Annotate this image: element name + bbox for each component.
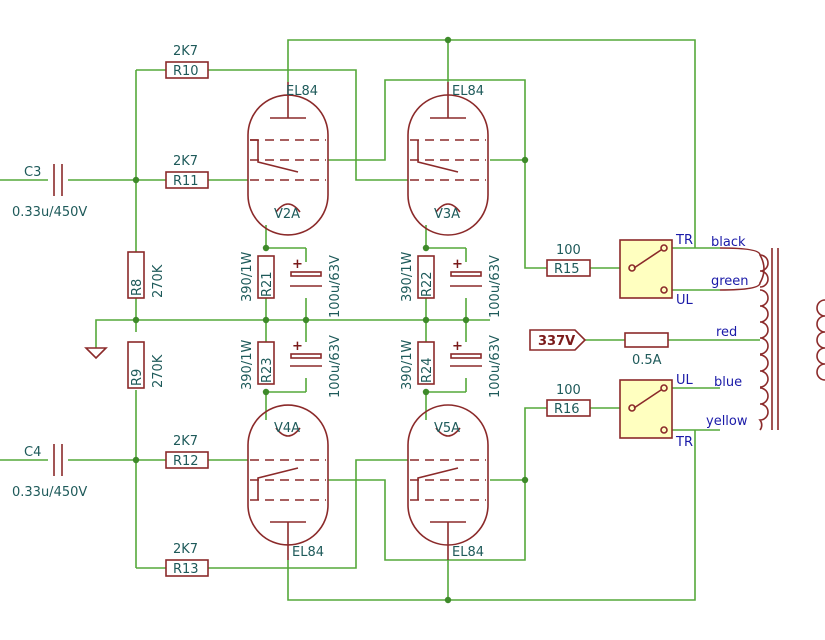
fuse-rating: 0.5A xyxy=(632,353,662,368)
resistor-r21: R21 390/1W xyxy=(240,252,275,302)
c4-value: 0.33u/450V xyxy=(12,485,87,500)
wires xyxy=(0,39,760,601)
lead-blue: blue xyxy=(714,375,742,390)
resistor-r16: R16 100 xyxy=(546,383,591,417)
capacitor-c3: C3 0.33u/450V xyxy=(12,164,87,220)
switch-bottom: UL TR xyxy=(619,373,694,450)
r9-value: 270K xyxy=(151,354,166,388)
v4a-ref: V4A xyxy=(274,421,300,436)
r24-ref: R24 xyxy=(420,357,435,383)
r9-ref: R9 xyxy=(130,369,145,386)
resistor-r12: R12 2K7 xyxy=(165,434,209,469)
c4-ref: C4 xyxy=(24,445,41,460)
cathode-cap-value-1: 100u/63V xyxy=(328,255,343,318)
switch-bottom-ul: UL xyxy=(676,373,694,388)
v2a-type: EL84 xyxy=(286,84,318,99)
r16-ref: R16 xyxy=(554,402,580,417)
capacitor-c4: C4 0.33u/450V xyxy=(12,444,87,500)
r21-value: 390/1W xyxy=(240,252,255,302)
tube-v4a: V4A EL84 xyxy=(247,404,329,560)
capacitor-cathode-v5a: + 100u/63V xyxy=(450,335,503,398)
r24-value: 390/1W xyxy=(400,340,415,390)
r16-value: 100 xyxy=(556,383,581,398)
r10-value: 2K7 xyxy=(173,44,198,59)
supply-voltage: 337V xyxy=(538,334,575,349)
r11-value: 2K7 xyxy=(173,154,198,169)
resistor-r13: R13 2K7 xyxy=(165,542,209,577)
output-transformer: black green red blue yellow xyxy=(706,235,825,431)
v3a-type: EL84 xyxy=(452,84,484,99)
resistor-r23: R23 390/1W xyxy=(240,340,275,390)
resistor-r22: R22 390/1W xyxy=(400,252,435,302)
lead-yellow: yellow xyxy=(706,414,748,429)
resistor-r9: R9 270K xyxy=(127,341,166,389)
tube-v3a: EL84 V3A xyxy=(407,82,489,236)
ground-symbol xyxy=(84,347,108,360)
r21-ref: R21 xyxy=(260,271,275,297)
r12-ref: R12 xyxy=(173,454,199,469)
r22-ref: R22 xyxy=(420,271,435,297)
cathode-cap-value-3: 100u/63V xyxy=(488,255,503,318)
v3a-ref: V3A xyxy=(434,207,460,222)
junctions xyxy=(132,36,529,604)
r23-ref: R23 xyxy=(260,357,275,383)
capacitor-cathode-v2a: + 100u/63V xyxy=(290,255,343,318)
v5a-ref: V5A xyxy=(434,421,460,436)
v4a-type: EL84 xyxy=(292,545,324,560)
cathode-cap-value-4: 100u/63V xyxy=(488,335,503,398)
fuse: 0.5A xyxy=(624,332,669,368)
resistor-r11: R11 2K7 xyxy=(165,154,209,189)
capacitor-cathode-v4a: + 100u/63V xyxy=(290,335,343,398)
svg-text:+: + xyxy=(292,339,303,354)
lead-green: green xyxy=(711,274,749,289)
switch-bottom-tr: TR xyxy=(675,435,693,450)
r13-ref: R13 xyxy=(173,562,199,577)
r8-ref: R8 xyxy=(130,279,145,296)
svg-text:+: + xyxy=(452,257,463,272)
r12-value: 2K7 xyxy=(173,434,198,449)
capacitor-cathode-v3a: + 100u/63V xyxy=(450,255,503,318)
switch-top-ul: UL xyxy=(676,293,694,308)
supply-label: 337V xyxy=(529,329,587,351)
v2a-ref: V2A xyxy=(274,207,300,222)
lead-black: black xyxy=(711,235,746,250)
c3-ref: C3 xyxy=(24,165,41,180)
resistor-r10: R10 2K7 xyxy=(165,44,209,79)
resistor-r15: R15 100 xyxy=(546,243,591,277)
resistor-r24: R24 390/1W xyxy=(400,340,435,390)
r15-ref: R15 xyxy=(554,262,580,277)
r23-value: 390/1W xyxy=(240,340,255,390)
r13-value: 2K7 xyxy=(173,542,198,557)
resistor-r8: R8 270K xyxy=(127,251,166,299)
c3-value: 0.33u/450V xyxy=(12,205,87,220)
tube-v5a: V5A EL84 xyxy=(407,404,489,560)
switch-top: TR UL xyxy=(619,233,694,308)
tube-v2a: EL84 V2A xyxy=(247,82,329,236)
r8-value: 270K xyxy=(151,264,166,298)
svg-text:+: + xyxy=(452,339,463,354)
v5a-type: EL84 xyxy=(452,545,484,560)
cathode-cap-value-2: 100u/63V xyxy=(328,335,343,398)
svg-text:+: + xyxy=(292,257,303,272)
switch-top-tr: TR xyxy=(675,233,693,248)
r10-ref: R10 xyxy=(173,64,199,79)
r11-ref: R11 xyxy=(173,174,199,189)
r15-value: 100 xyxy=(556,243,581,258)
r22-value: 390/1W xyxy=(400,252,415,302)
lead-red: red xyxy=(716,325,737,340)
